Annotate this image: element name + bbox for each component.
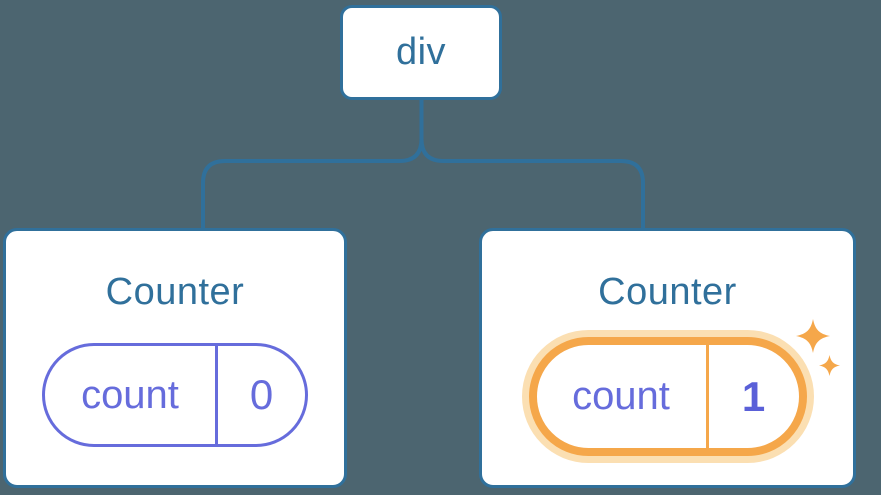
counter-title: Counter <box>105 271 245 313</box>
counter-card-left: Counter count 0 <box>3 228 347 488</box>
state-pill-highlighted: count 1 <box>528 337 807 456</box>
state-pill: count 0 <box>42 343 308 447</box>
root-node: div <box>340 5 502 100</box>
counter-title: Counter <box>598 271 737 313</box>
sparkle-icon <box>796 319 830 353</box>
connector-left-branch <box>201 100 424 228</box>
state-name-label: count <box>537 345 709 448</box>
state-value: 1 <box>741 372 766 420</box>
counter-card-right: Counter count 1 <box>479 228 856 488</box>
sparkle-icon <box>819 355 840 376</box>
state-name-label: count <box>45 346 218 444</box>
connector-right-branch <box>419 100 645 228</box>
root-node-label: div <box>395 31 447 73</box>
state-value: 0 <box>249 371 274 418</box>
